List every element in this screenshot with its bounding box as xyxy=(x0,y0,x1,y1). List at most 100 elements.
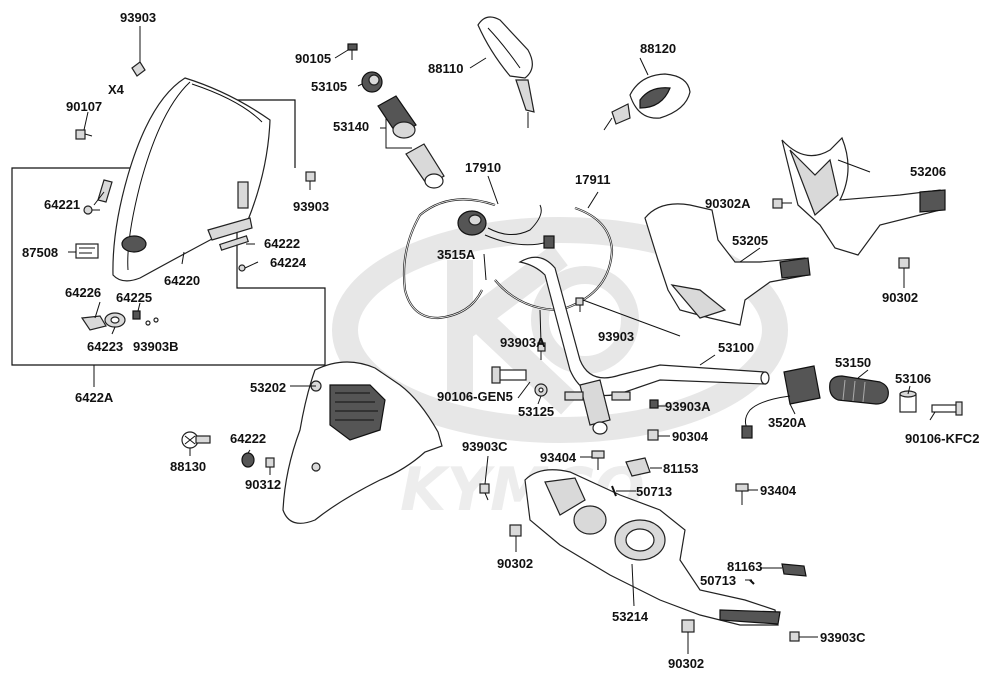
label-93903-top: 93903 xyxy=(120,10,156,25)
label-88130: 88130 xyxy=(170,459,206,474)
screw-90107 xyxy=(75,129,93,140)
leader-lines xyxy=(68,26,936,654)
switch-3515a xyxy=(457,204,555,249)
label-93903-c: 93903 xyxy=(598,329,634,344)
label-90106-kfc2: 90106-KFC2 xyxy=(905,431,979,446)
label-90302-r: 90302 xyxy=(882,290,918,305)
label-x4: X4 xyxy=(108,82,125,97)
label-93404-a: 93404 xyxy=(540,450,577,465)
cover-53206 xyxy=(781,136,946,256)
label-81153: 81153 xyxy=(663,461,698,476)
label-90105: 90105 xyxy=(295,51,331,66)
label-64225: 64225 xyxy=(116,290,152,305)
bolt-64221-b xyxy=(83,205,100,215)
switch-3520a xyxy=(741,365,821,439)
screw-93903c-b xyxy=(789,631,800,642)
washer-64226 xyxy=(80,315,107,331)
part-labels: 93903 X4 90107 90105 88110 88120 53105 5… xyxy=(22,10,979,671)
label-93903a-2: 93903A xyxy=(665,399,711,414)
label-53205: 53205 xyxy=(732,233,768,248)
throttle-grip-53140 xyxy=(377,95,445,189)
label-3520a: 3520A xyxy=(768,415,807,430)
nut-90304 xyxy=(647,429,659,441)
throttle-cable-17910 xyxy=(402,198,496,320)
screw-93903a-top xyxy=(537,342,546,360)
screw-90302-r xyxy=(898,257,910,269)
label-3515a: 3515A xyxy=(437,247,476,262)
mirror-88110 xyxy=(477,16,535,128)
screw-90105 xyxy=(347,43,358,60)
mirror-88120 xyxy=(603,73,691,131)
screw-93903c-a xyxy=(479,483,490,501)
nut-64222-b xyxy=(241,452,255,468)
label-64220: 64220 xyxy=(164,273,200,288)
label-81163: 81163 xyxy=(727,559,762,574)
nut-90312 xyxy=(265,457,275,468)
label-64226: 64226 xyxy=(65,285,101,300)
label-87508: 87508 xyxy=(22,245,58,260)
bolt-90106-gen5 xyxy=(491,366,527,384)
label-90302-b: 90302 xyxy=(497,556,533,571)
label-53125: 53125 xyxy=(518,404,554,419)
bracket-64222 xyxy=(219,235,249,251)
pin-50713-b xyxy=(749,579,755,585)
nut-64225 xyxy=(132,310,159,326)
label-93903-mid: 93903 xyxy=(293,199,329,214)
bolt-90106-kfc2 xyxy=(931,401,963,416)
label-53150: 53150 xyxy=(835,355,871,370)
label-90304: 90304 xyxy=(672,429,709,444)
lower-cover-53214 xyxy=(524,469,781,626)
label-88120: 88120 xyxy=(640,41,676,56)
windscreen-64220 xyxy=(112,77,271,282)
label-53106: 53106 xyxy=(895,371,931,386)
handlebar-53100 xyxy=(518,256,770,435)
label-17910: 17910 xyxy=(465,160,501,175)
label-90106-gen5: 90106-GEN5 xyxy=(437,389,513,404)
assembly-frame-6422a xyxy=(11,99,326,366)
nut-90302-b xyxy=(509,524,522,537)
throttle-cable-17911 xyxy=(494,206,614,312)
label-6422a: 6422A xyxy=(75,390,114,405)
label-90302a: 90302A xyxy=(705,196,751,211)
label-64224: 64224 xyxy=(270,255,307,270)
label-53140: 53140 xyxy=(333,119,369,134)
cover-53205 xyxy=(644,203,811,326)
label-plate-87508 xyxy=(75,243,99,259)
bolt-88130 xyxy=(181,431,211,449)
label-53214: 53214 xyxy=(612,609,649,624)
grip-53150 xyxy=(829,375,889,405)
label-53202: 53202 xyxy=(250,380,286,395)
screw-93903a-2 xyxy=(649,399,659,409)
label-50713-a: 50713 xyxy=(636,484,672,499)
screw-93903-top xyxy=(131,61,146,77)
clip-81163 xyxy=(781,563,807,577)
clip-81153 xyxy=(625,457,651,477)
label-50713-b: 50713 xyxy=(700,573,736,588)
label-88110: 88110 xyxy=(428,61,463,76)
label-17911: 17911 xyxy=(575,172,610,187)
label-53206: 53206 xyxy=(910,164,946,179)
nut-90302-c xyxy=(681,619,695,633)
bolt-93404-b xyxy=(735,483,749,505)
label-64223: 64223 xyxy=(87,339,123,354)
label-64222-a: 64222 xyxy=(264,236,300,251)
pin-50713-a xyxy=(611,485,617,497)
weight-53106 xyxy=(899,390,917,413)
label-64222-b: 64222 xyxy=(230,431,266,446)
nut-53125 xyxy=(534,383,548,397)
label-90302-c: 90302 xyxy=(668,656,704,671)
label-53100: 53100 xyxy=(718,340,754,355)
label-90107: 90107 xyxy=(66,99,102,114)
screw-64224 xyxy=(238,261,259,272)
screw-64221 xyxy=(97,179,113,203)
label-53105: 53105 xyxy=(311,79,347,94)
screw-93903-c xyxy=(575,297,681,337)
label-93903b: 93903B xyxy=(133,339,179,354)
front-cover-53202 xyxy=(282,361,443,524)
bolt-93404-a xyxy=(591,450,605,470)
label-90312: 90312 xyxy=(245,477,281,492)
collar-53105 xyxy=(361,71,383,93)
grommet-64223 xyxy=(104,312,126,328)
